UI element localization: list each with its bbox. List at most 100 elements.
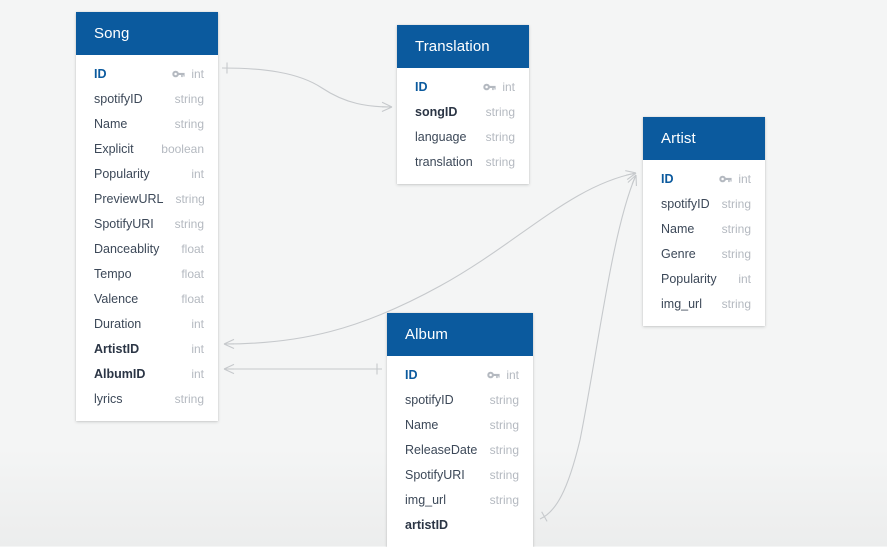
field-name: language: [415, 130, 466, 144]
field-meta: int: [487, 368, 519, 382]
field-row[interactable]: ID int: [387, 362, 533, 387]
field-row[interactable]: language string: [397, 124, 529, 149]
field-row[interactable]: SpotifyURI string: [387, 462, 533, 487]
field-type: string: [486, 105, 515, 119]
field-meta: string: [486, 130, 515, 144]
relationship-song-to-translation: [222, 68, 392, 107]
field-name: Popularity: [661, 272, 717, 286]
crowsfoot-marker: [382, 102, 392, 111]
primary-key-icon: [487, 370, 500, 380]
field-name: Name: [661, 222, 694, 236]
field-meta: string: [490, 493, 519, 507]
field-row[interactable]: Name string: [387, 412, 533, 437]
field-meta: int: [483, 80, 515, 94]
field-meta: string: [175, 92, 204, 106]
field-row[interactable]: ID int: [397, 74, 529, 99]
primary-key-icon: [483, 82, 496, 92]
field-meta: int: [191, 367, 204, 381]
field-name: Danceablity: [94, 242, 159, 256]
field-type: string: [486, 130, 515, 144]
field-type: string: [722, 247, 751, 261]
field-type: string: [175, 392, 204, 406]
crowsfoot-marker: [224, 339, 234, 348]
field-name: SpotifyURI: [405, 468, 465, 482]
field-type: string: [722, 297, 751, 311]
field-row[interactable]: Danceablity float: [76, 236, 218, 261]
field-meta: int: [172, 67, 204, 81]
field-type: string: [175, 117, 204, 131]
field-meta: int: [191, 317, 204, 331]
primary-key-icon: [172, 69, 185, 79]
field-type: string: [490, 493, 519, 507]
field-type: int: [738, 272, 751, 286]
field-meta: float: [181, 242, 204, 256]
field-meta: string: [486, 155, 515, 169]
field-name: Name: [405, 418, 438, 432]
field-meta: string: [175, 392, 204, 406]
field-type: string: [490, 418, 519, 432]
field-name: translation: [415, 155, 473, 169]
field-type: string: [490, 468, 519, 482]
field-name: Tempo: [94, 267, 132, 281]
field-meta: string: [490, 468, 519, 482]
primary-key-icon: [719, 174, 732, 184]
field-meta: boolean: [161, 142, 204, 156]
field-name: ID: [94, 67, 107, 81]
field-type: int: [191, 367, 204, 381]
field-row[interactable]: ID int: [76, 61, 218, 86]
field-meta: int: [738, 272, 751, 286]
field-meta: string: [175, 217, 204, 231]
field-name: ID: [405, 368, 418, 382]
field-type: boolean: [161, 142, 204, 156]
crowsfoot-marker: [224, 364, 234, 373]
field-type: int: [191, 317, 204, 331]
field-type: int: [191, 342, 204, 356]
field-name: Popularity: [94, 167, 150, 181]
field-name: ID: [415, 80, 428, 94]
field-row[interactable]: Explicit boolean: [76, 136, 218, 161]
field-meta: string: [175, 192, 204, 206]
field-name: Explicit: [94, 142, 134, 156]
field-meta: string: [490, 418, 519, 432]
field-row[interactable]: Popularity int: [643, 266, 765, 291]
field-meta: string: [175, 117, 204, 131]
field-type: float: [181, 242, 204, 256]
field-meta: string: [722, 197, 751, 211]
field-type: string: [486, 155, 515, 169]
field-type: int: [738, 172, 751, 186]
field-meta: int: [719, 172, 751, 186]
crowsfoot-marker: [625, 171, 636, 180]
entity-artist-title: Artist: [643, 117, 765, 160]
field-meta: string: [490, 443, 519, 457]
field-row[interactable]: translation string: [397, 149, 529, 174]
entity-song-title: Song: [76, 12, 218, 55]
field-row[interactable]: artistID: [387, 512, 533, 537]
